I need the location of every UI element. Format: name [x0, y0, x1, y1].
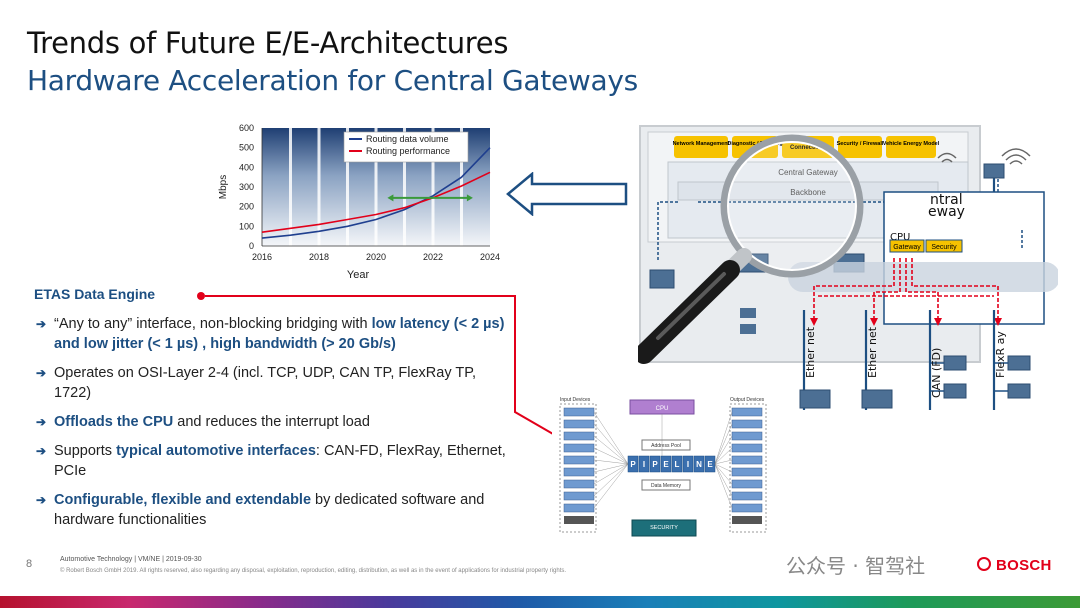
y-tick-label: 0 [249, 241, 254, 251]
x-tick-label: 2022 [423, 252, 443, 262]
y-tick-label: 500 [239, 143, 254, 153]
bullet-text: “Any to any” interface, non-blocking bri… [54, 316, 372, 332]
bus-label: Ether net [866, 326, 879, 378]
y-axis-label: Mbps [218, 175, 229, 199]
pipeline-letter: P [652, 460, 658, 469]
routing-chart: 0 100 200 300 400 500 600 2016 2018 2020 2022 2024Y… [218, 123, 500, 281]
pipeline-cpu-label: CPU [656, 406, 669, 412]
magnifier-icon [638, 134, 864, 364]
legend-label: Routing performance [366, 146, 450, 156]
address-pool-label: Address Pool [651, 443, 681, 449]
zoom-title: ntral [930, 192, 963, 208]
gateway-architecture-diagram: Network Management Diagnostic / Flashing… [638, 125, 1058, 410]
y-tick-label: 300 [239, 182, 254, 192]
bullet-text: Operates on OSI-Layer 2-4 (incl. TCP, UD… [54, 365, 477, 401]
y-tick-label: 200 [239, 202, 254, 212]
x-tick-label: 2016 [252, 252, 272, 262]
module-label: Connectivity [790, 145, 827, 151]
y-tick-label: 400 [239, 162, 254, 172]
footer-info: Automotive Technology | VM/NE | 2019-09-… [60, 556, 202, 563]
data-memory-label: Data Memory [651, 483, 682, 489]
central-gateway-label: Central Gateway [778, 168, 838, 177]
x-tick-label: 2024 [480, 252, 500, 262]
x-tick-label: 2020 [366, 252, 386, 262]
bullet-text: and reduces the interrupt load [173, 414, 370, 430]
bullet-text: typical automotive interfaces [116, 443, 316, 459]
pipeline-letter: E [707, 460, 713, 469]
bullet-arrow-icon: ➔ [36, 317, 47, 331]
output-devices-label: Output Devices [730, 397, 765, 403]
annotation-arrow-left [387, 194, 394, 202]
bus-label: FlexR ay [994, 331, 1007, 378]
bullet-text: by dedicated software and hardware funct… [54, 492, 485, 528]
module-label: Vehicle Energy Model [883, 141, 940, 147]
pipeline-letter: P [630, 460, 636, 469]
y-tick-label: 600 [239, 123, 254, 133]
engine-bullet: ➔ Supports typical automotive interfaces:… [36, 441, 516, 481]
y-tick-label: 100 [239, 221, 254, 231]
cpu-label: CPU [890, 232, 910, 243]
x-tick-label: 2018 [309, 252, 329, 262]
series-line [261, 147, 491, 239]
slide-subtitle: Hardware Acceleration for Central Gatewa… [27, 64, 638, 97]
bus-label: Ether net [804, 326, 817, 378]
bus-label: CAN (FD) [930, 348, 943, 398]
engine-bullet: ➔ Offloads the CPU and reduces the interr… [36, 412, 516, 432]
data-engine-pipeline-diagram: Input Devices Output Devices CPU Address… [552, 394, 780, 538]
page-number: 8 [26, 558, 33, 570]
gateway-chip: Gateway [893, 244, 921, 251]
x-axis-label: Year [347, 269, 370, 281]
left-arrow-icon [506, 172, 628, 216]
security-label: SECURITY [650, 525, 678, 531]
connector-dot [197, 292, 205, 300]
engine-bullet: ➔ Operates on OSI-Layer 2-4 (incl. TCP, U… [36, 363, 516, 403]
engine-bullet: ➔ “Any to any” interface, non-blocking br… [36, 314, 516, 354]
module-label: Diagnostic / Flashing [727, 141, 782, 147]
pipeline-letter: E [663, 460, 669, 469]
zoom-title: eway [928, 204, 965, 220]
annotation-arrow-right [466, 194, 473, 202]
bullet-arrow-icon: ➔ [36, 366, 47, 380]
brand-color-bar [0, 596, 1080, 608]
bosch-logo-icon [977, 557, 991, 571]
pipeline-letter: I [687, 460, 689, 469]
bosch-logo: BOSCH [996, 557, 1052, 574]
pipeline-letter: I [643, 460, 645, 469]
engine-bullets: ➔ “Any to any” interface, non-blocking br… [36, 314, 516, 539]
bullet-text: low latency (< 2 µs) and low jitter (< 1… [54, 316, 505, 352]
module-row: Network Management Diagnostic / Flashing… [673, 136, 940, 158]
security-chip: Security [931, 244, 957, 251]
legend-box [343, 131, 469, 163]
bullet-arrow-icon: ➔ [36, 493, 47, 507]
input-devices-label: Input Devices [560, 397, 591, 403]
series-line [261, 171, 491, 233]
footer-copyright: © Robert Bosch GmbH 2019. All rights res… [60, 568, 567, 574]
bullet-text: : CAN-FD, FlexRay, Ethernet, PCIe [54, 443, 506, 479]
legend-label: Routing data volume [366, 134, 449, 144]
pipeline-letter: L [675, 460, 680, 469]
bullet-text: Offloads the CPU [54, 414, 174, 430]
bullet-text: Supports [54, 443, 117, 459]
module-label: Security / Firewall [837, 141, 884, 147]
module-label: Network Management [673, 141, 730, 147]
bullet-arrow-icon: ➔ [36, 415, 47, 429]
pipeline-letter: N [696, 460, 702, 469]
slide-title: Trends of Future E/E-Architectures [27, 26, 509, 60]
watermark: 公众号 · 智驾社 [786, 554, 926, 578]
bullet-arrow-icon: ➔ [36, 444, 47, 458]
engine-bullet: ➔ Configurable, flexible and extendable b… [36, 490, 516, 530]
backbone-label: Backbone [790, 188, 826, 197]
bullet-text: Configurable, flexible and extendable [54, 492, 312, 508]
engine-heading: ETAS Data Engine [34, 286, 156, 302]
